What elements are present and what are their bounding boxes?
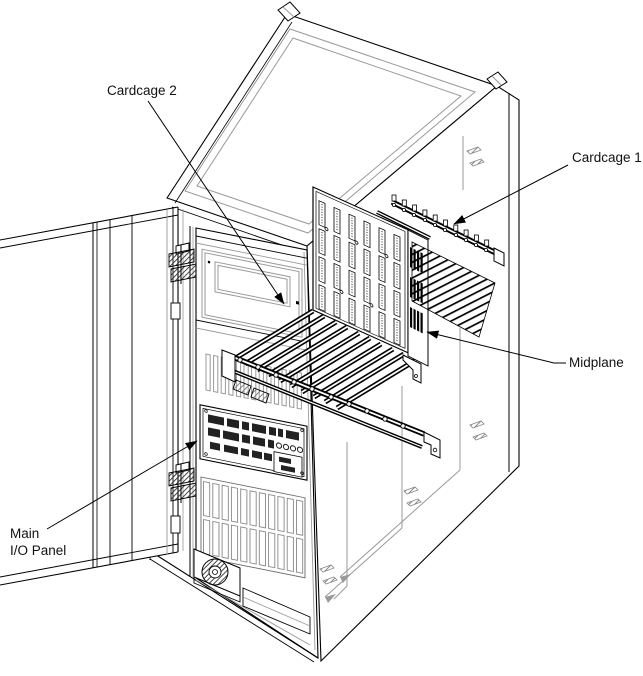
main-io-panel	[199, 404, 308, 481]
base-ramp	[242, 587, 311, 635]
cardcage2-card-guides	[221, 308, 441, 459]
cabinet-door	[0, 206, 197, 586]
callout-cardcage2: Cardcage 2	[107, 83, 285, 305]
upper-bay-opening	[201, 248, 303, 338]
power-receptacle	[193, 548, 241, 603]
cardcage2-front-rail	[221, 349, 441, 459]
door-latch-lower	[170, 515, 181, 534]
cardcage1-card-guides	[376, 194, 505, 338]
io-connectors	[208, 414, 299, 462]
label-main-io-line1: Main	[10, 526, 39, 541]
leader-cardcage1	[453, 164, 569, 225]
callouts: Cardcage 2 Cardcage 1 Midplane Main I/O …	[10, 83, 642, 558]
label-cardcage2: Cardcage 2	[107, 83, 177, 98]
callout-midplane: Midplane	[426, 330, 624, 370]
cardcage1-rail-stack	[411, 241, 496, 338]
callout-cardcage1: Cardcage 1	[453, 150, 642, 225]
leader-midplane	[426, 330, 566, 364]
vent-grille	[200, 476, 306, 579]
leader-cardcage2	[147, 100, 285, 305]
label-midplane: Midplane	[569, 355, 624, 370]
label-cardcage1: Cardcage 1	[572, 150, 642, 165]
leader-main-io-panel	[46, 440, 198, 530]
top-corner-posts	[277, 1, 508, 90]
cabinet-base	[149, 550, 319, 663]
callout-main-io-panel: Main I/O Panel	[10, 440, 198, 558]
door-latch-upper	[170, 302, 181, 320]
label-main-io-line2: I/O Panel	[10, 543, 66, 558]
cabinet-top-face	[166, 13, 499, 255]
